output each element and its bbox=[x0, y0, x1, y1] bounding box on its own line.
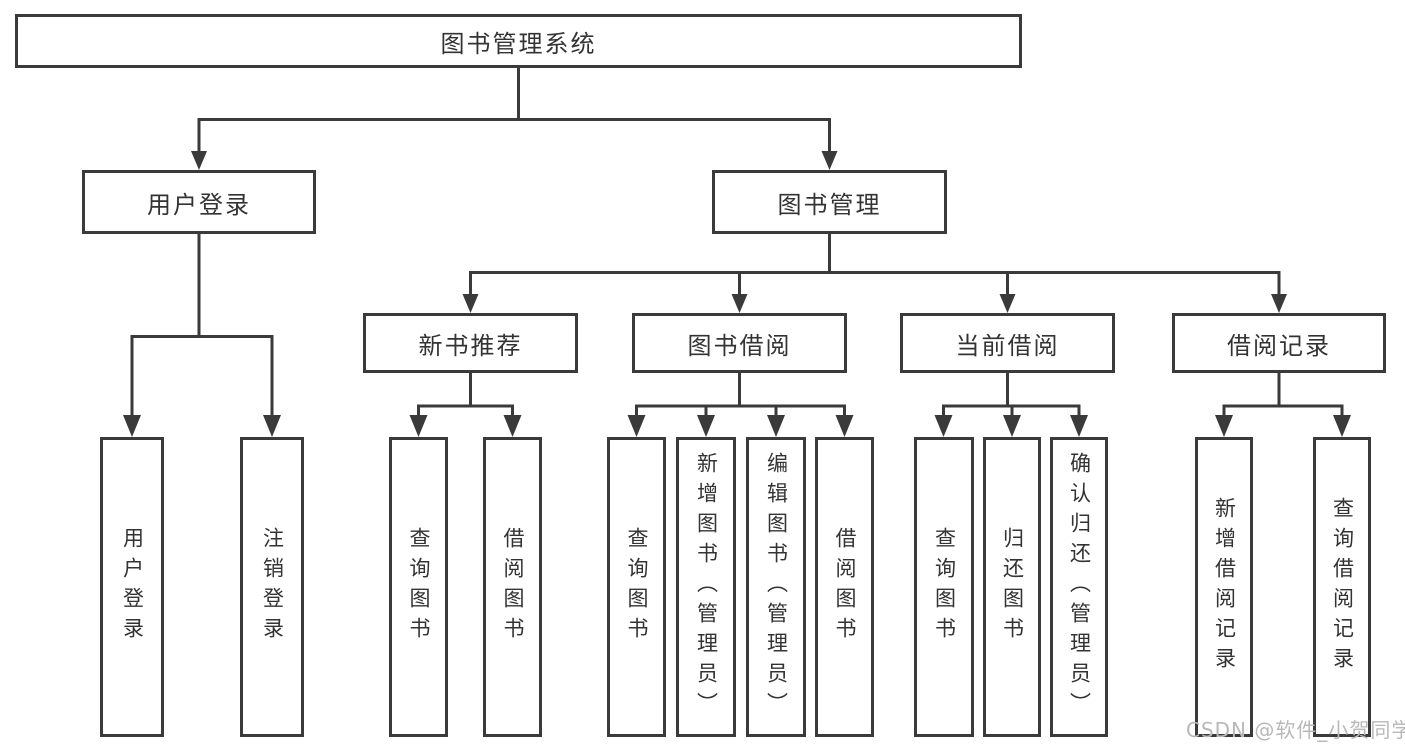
node-add-books-admin: 新增图书（管理员） bbox=[676, 437, 736, 737]
node-user-login-leaf: 用户登录 bbox=[100, 437, 164, 737]
node-user-login: 用户登录 bbox=[82, 170, 316, 234]
node-library-management-system: 图书管理系统 bbox=[15, 14, 1022, 68]
node-logout-leaf: 注销登录 bbox=[240, 437, 304, 737]
node-label: 当前借阅 bbox=[955, 331, 1060, 360]
node-label: 用户登录 bbox=[147, 190, 251, 219]
node-book-borrowing: 图书借阅 bbox=[632, 313, 847, 373]
node-label: 图书借阅 bbox=[687, 331, 792, 360]
node-label: 借阅记录 bbox=[1227, 331, 1331, 360]
node-query-books-recommend: 查询图书 bbox=[389, 437, 448, 737]
node-add-borrow-record: 新增借阅记录 bbox=[1195, 437, 1253, 737]
node-edit-books-admin: 编辑图书（管理员） bbox=[746, 437, 806, 737]
node-label: 查询借阅记录 bbox=[1330, 497, 1355, 677]
node-label: 借阅图书 bbox=[833, 527, 857, 647]
node-label: 新增图书（管理员） bbox=[694, 452, 719, 722]
node-label: 确认归还（管理员） bbox=[1067, 452, 1092, 722]
node-label: 查询图书 bbox=[625, 527, 649, 647]
node-borrow-books-leaf: 借阅图书 bbox=[815, 437, 874, 737]
node-book-management: 图书管理 bbox=[712, 170, 947, 234]
node-borrowing-records: 借阅记录 bbox=[1172, 313, 1386, 373]
node-query-books-borrowing: 查询图书 bbox=[607, 437, 666, 737]
node-label: 图书管理系统 bbox=[440, 29, 597, 58]
node-label: 查询图书 bbox=[932, 527, 957, 647]
node-confirm-return-admin: 确认归还（管理员） bbox=[1050, 437, 1108, 737]
node-label: 图书管理 bbox=[777, 190, 882, 219]
node-current-borrowing: 当前借阅 bbox=[900, 313, 1115, 373]
node-label: 借阅图书 bbox=[501, 527, 525, 647]
node-query-borrow-record: 查询借阅记录 bbox=[1313, 437, 1371, 737]
node-label: 归还图书 bbox=[1000, 527, 1025, 647]
csdn-watermark: CSDN @软件_小贺同学 bbox=[1186, 718, 1405, 742]
node-query-books-current: 查询图书 bbox=[914, 437, 974, 737]
node-label: 查询图书 bbox=[407, 527, 431, 647]
node-new-book-recommend: 新书推荐 bbox=[363, 313, 578, 373]
node-label: 用户登录 bbox=[120, 527, 145, 647]
node-return-books: 归还图书 bbox=[983, 437, 1041, 737]
node-borrow-books-recommend: 借阅图书 bbox=[483, 437, 542, 737]
node-label: 编辑图书（管理员） bbox=[764, 452, 789, 722]
node-label: 注销登录 bbox=[260, 527, 285, 647]
node-label: 新增借阅记录 bbox=[1212, 497, 1237, 677]
node-label: 新书推荐 bbox=[418, 331, 523, 360]
